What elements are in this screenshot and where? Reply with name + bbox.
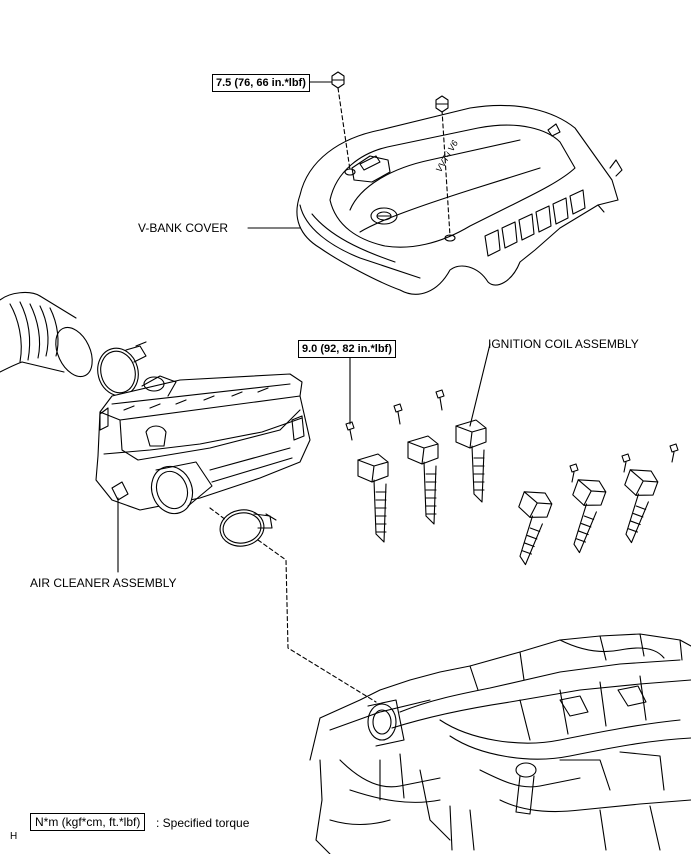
ignition-coil xyxy=(572,479,607,554)
coil-bolt xyxy=(569,463,579,483)
ignition-coil xyxy=(357,453,389,543)
intake-hose xyxy=(0,291,93,378)
cover-tab xyxy=(351,155,391,183)
cover-fins xyxy=(484,189,586,257)
coil-bolt xyxy=(435,389,445,411)
ignition-coil xyxy=(624,469,659,544)
ignition-coil-label: IGNITION COIL ASSEMBLY xyxy=(488,337,639,351)
torque-unit-description: : Specified torque xyxy=(156,816,250,830)
ignition-coil xyxy=(407,435,439,525)
v-bank-cover-label: V-BANK COVER xyxy=(138,221,229,235)
coil-bolt xyxy=(393,403,403,425)
coil-bolt xyxy=(345,421,355,441)
coil-bolt xyxy=(669,443,679,463)
coil-bolt xyxy=(621,453,631,473)
v-bank-torque-spec: 7.5 (76, 66 in.*lbf) xyxy=(212,74,310,92)
ignition-coil xyxy=(455,419,487,503)
air-cleaner-assembly xyxy=(95,373,311,515)
ignition-coil-torque-spec: 9.0 (92, 82 in.*lbf) xyxy=(298,340,396,358)
v-bank-cover xyxy=(296,87,623,295)
toyota-emblem-icon xyxy=(370,207,398,225)
ignition-coil xyxy=(518,491,553,566)
cover-nut xyxy=(435,95,449,113)
ignition-coil-leader xyxy=(469,343,491,427)
air-cleaner-label: AIR CLEANER ASSEMBLY xyxy=(30,576,177,590)
corner-mark: H xyxy=(10,831,18,842)
air-cleaner-dash-line xyxy=(209,507,377,703)
hose-clamp xyxy=(219,509,277,547)
torque-unit-legend: N*m (kgf*cm, ft.*lbf) xyxy=(30,813,146,831)
engine xyxy=(309,633,691,854)
cover-nut xyxy=(331,71,345,89)
